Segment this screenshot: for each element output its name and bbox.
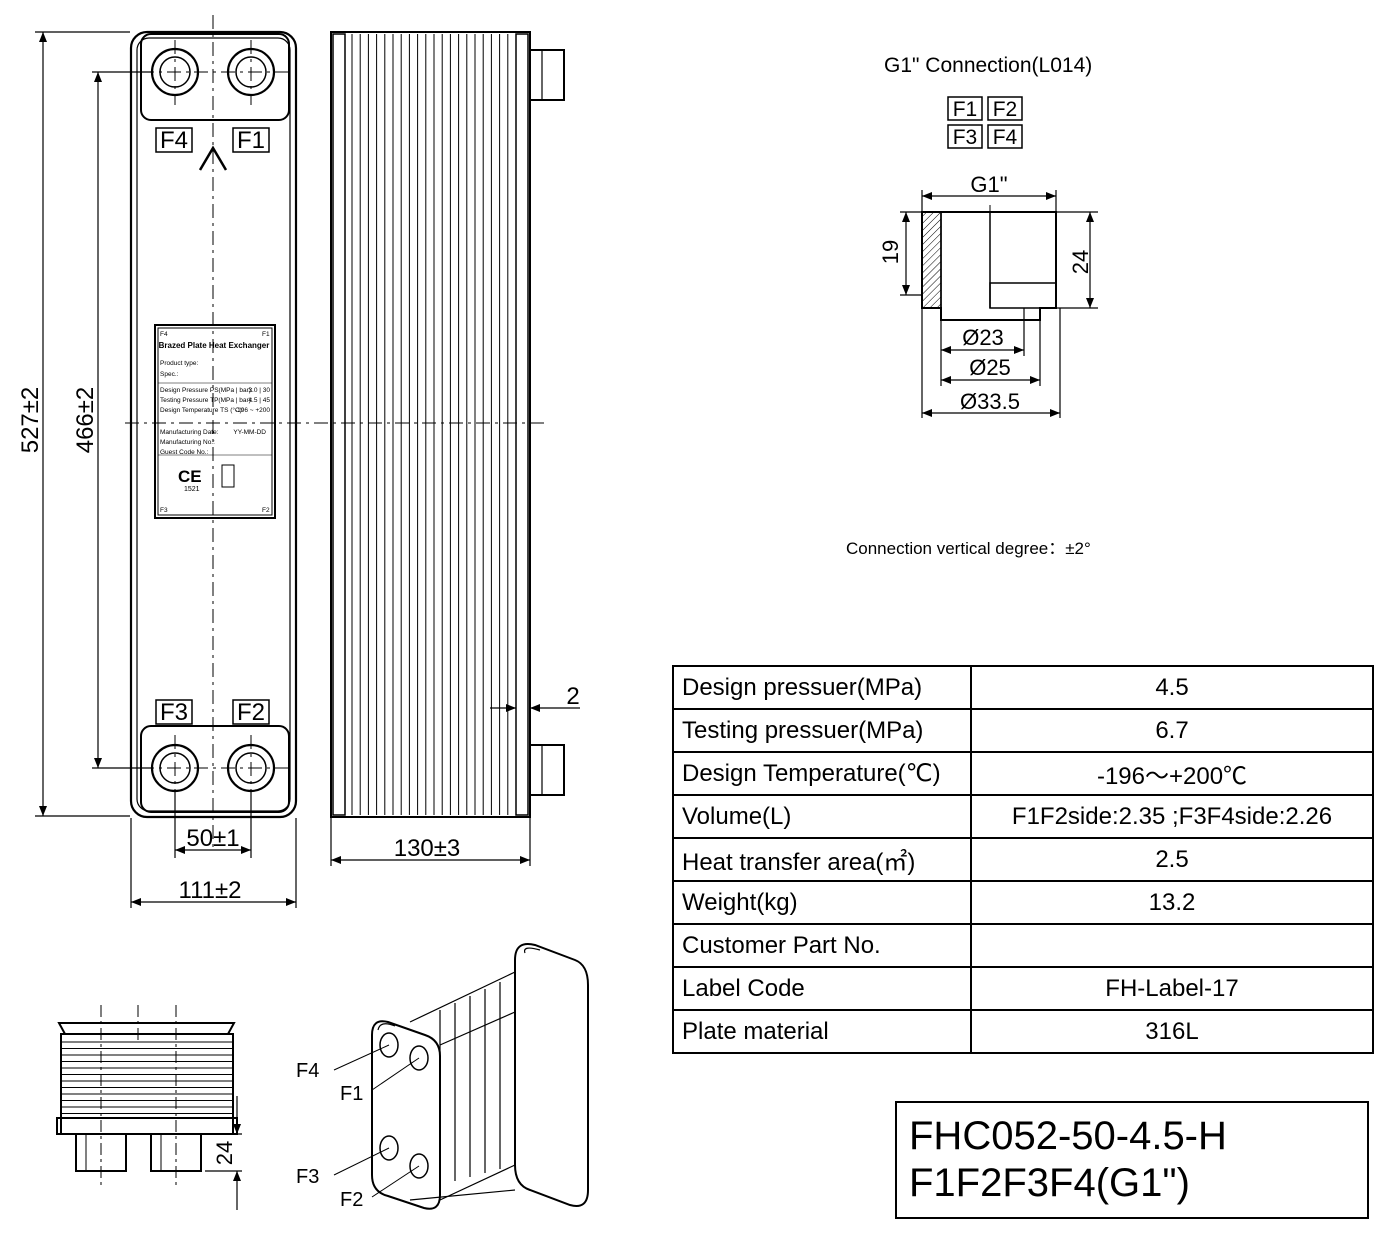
nameplate-row: Design Pressure PS(MPa | bar): xyxy=(160,387,253,394)
connection-title: G1" Connection(L014) xyxy=(884,54,1093,77)
spec-label: Volume(L) xyxy=(672,794,972,839)
side-connection-bottom xyxy=(529,744,565,796)
conn-grid-f2: F2 xyxy=(993,98,1018,121)
dim-d33: Ø33.5 xyxy=(960,389,1020,414)
dim-overall-width: 111±2 xyxy=(179,877,242,904)
dim-d25: Ø25 xyxy=(969,355,1011,380)
nameplate-row: Manufacturing No.: xyxy=(160,439,215,446)
bottom-view xyxy=(56,1005,242,1210)
dim-port-pitch-vertical: 466±2 xyxy=(72,387,99,454)
nameplate xyxy=(154,324,276,519)
spec-value: 13.2 xyxy=(970,880,1374,925)
dim-connection-length: 24 xyxy=(212,1141,237,1165)
nameplate-row: Guest Code No.: xyxy=(160,449,209,456)
dimension-lines xyxy=(35,31,580,908)
side-view xyxy=(330,31,565,818)
iso-label-f4: F4 xyxy=(296,1060,319,1082)
spec-table: Design pressuer(MPa) 4.5 Testing pressue… xyxy=(672,665,1374,1054)
port-label-f1: F1 xyxy=(237,127,265,154)
dim-end-plate: 2 xyxy=(566,683,579,710)
connection-grid xyxy=(947,96,1023,149)
nameplate-row: Spec.: xyxy=(160,371,179,378)
connection-section xyxy=(900,190,1098,418)
spec-value: -196～+200℃ xyxy=(970,751,1374,796)
table-row: Testing pressuer(MPa) 6.7 xyxy=(672,708,1374,753)
spec-label: Weight(kg) xyxy=(672,880,972,925)
spec-label: Design Temperature(℃) xyxy=(672,751,972,796)
spec-label: Customer Part No. xyxy=(672,923,972,968)
nameplate-value: 3.0 | 30 xyxy=(248,387,270,394)
ce-mark: CE xyxy=(178,467,202,486)
table-row: Design pressuer(MPa) 4.5 xyxy=(672,665,1374,710)
spec-value: 2.5 xyxy=(970,837,1374,882)
model-code-line2: F1F2F3F4(G1") xyxy=(909,1161,1190,1205)
spec-value: 4.5 xyxy=(970,665,1374,710)
isometric-view xyxy=(333,943,589,1210)
nameplate-row: Manufacturing Date: xyxy=(160,429,219,436)
model-code-line1: FHC052-50-4.5-H xyxy=(909,1114,1227,1158)
spec-value: FH-Label-17 xyxy=(970,966,1374,1011)
top-port-plate xyxy=(140,33,290,121)
side-body xyxy=(330,31,531,818)
nameplate-value: -196 ~ +200 xyxy=(235,407,270,414)
dim-depth: 130±3 xyxy=(394,835,461,862)
port-label-f3: F3 xyxy=(160,699,188,726)
table-row: Design Temperature(℃) -196～+200℃ xyxy=(672,751,1374,796)
spec-label: Testing pressuer(MPa) xyxy=(672,708,972,753)
conn-grid-f4: F4 xyxy=(993,126,1018,149)
spec-label: Label Code xyxy=(672,966,972,1011)
table-row: Customer Part No. xyxy=(672,923,1374,968)
spec-value: F1F2side:2.35 ;F3F4side:2.26 xyxy=(970,794,1374,839)
front-view xyxy=(125,15,545,850)
table-row: Weight(kg) 13.2 xyxy=(672,880,1374,925)
flow-arrow xyxy=(198,145,228,171)
dim-thread: G1" xyxy=(970,172,1007,197)
conn-grid-f1: F1 xyxy=(953,98,978,121)
spec-label: Heat transfer area(㎡) xyxy=(672,837,972,882)
spec-label: Design pressuer(MPa) xyxy=(672,665,972,710)
spec-label: Plate material xyxy=(672,1009,972,1054)
dim-d23: Ø23 xyxy=(962,325,1004,350)
connection-vertical-note: Connection vertical degree：±2° xyxy=(846,539,1091,558)
nameplate-row: Design Temperature TS (°C): xyxy=(160,406,244,414)
spec-value: 316L xyxy=(970,1009,1374,1054)
table-row: Volume(L) F1F2side:2.35 ;F3F4side:2.26 xyxy=(672,794,1374,839)
port-label-f4: F4 xyxy=(160,127,188,154)
nameplate-corner: F1 xyxy=(262,331,270,338)
nameplate-row: Product type: xyxy=(160,360,198,367)
conn-grid-f3: F3 xyxy=(953,126,978,149)
table-row: Heat transfer area(㎡) 2.5 xyxy=(672,837,1374,882)
nameplate-row: Testing Pressure TP(MPa | bar): xyxy=(160,397,253,404)
bottom-port-plate xyxy=(140,725,290,813)
dim-overall-height: 527±2 xyxy=(17,387,44,454)
stack-edge xyxy=(409,971,516,1023)
ce-number: 1521 xyxy=(184,486,200,493)
iso-label-f2: F2 xyxy=(340,1189,363,1211)
side-ribs xyxy=(351,34,509,815)
table-row: Plate material 316L xyxy=(672,1009,1374,1054)
nameplate-value: YY-MM-DD xyxy=(233,429,266,436)
nameplate-value: 4.5 | 45 xyxy=(248,397,270,404)
stack-edge xyxy=(409,1189,516,1201)
iso-label-f1: F1 xyxy=(340,1083,363,1105)
stack-edge xyxy=(439,1011,516,1046)
spec-value: 6.7 xyxy=(970,708,1374,753)
nameplate-corner: F2 xyxy=(262,507,270,514)
nameplate-corner: F3 xyxy=(160,507,168,514)
table-row: Label Code FH-Label-17 xyxy=(672,966,1374,1011)
dim-port-pitch-horizontal: 50±1 xyxy=(186,825,239,852)
model-code-box: FHC052-50-4.5-H F1F2F3F4(G1") xyxy=(895,1101,1369,1219)
port-label-f2: F2 xyxy=(237,699,265,726)
side-connection-top xyxy=(529,49,565,101)
nameplate-corner: F4 xyxy=(160,331,168,338)
pressure-mark-icon xyxy=(221,464,235,488)
dim-24: 24 xyxy=(1068,250,1093,274)
spec-value xyxy=(970,923,1374,968)
dim-19: 19 xyxy=(878,240,903,264)
nameplate-title: Brazed Plate Heat Exchanger xyxy=(159,341,270,350)
iso-label-f3: F3 xyxy=(296,1166,319,1188)
stack-edge xyxy=(439,1164,516,1201)
